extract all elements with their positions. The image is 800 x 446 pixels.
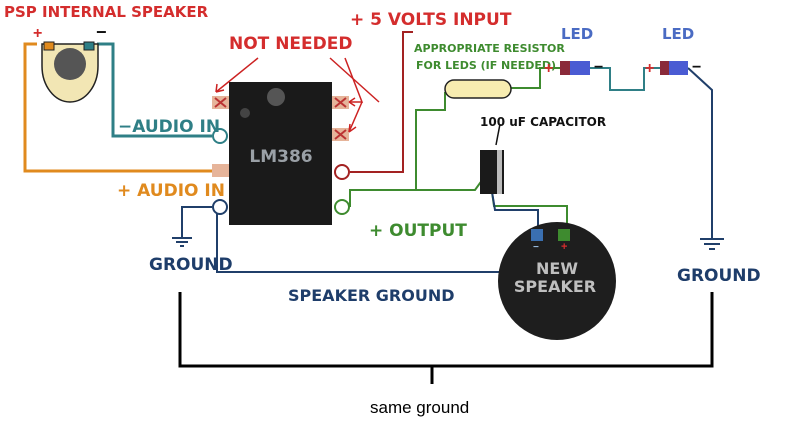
wire-cap-neg: [491, 191, 539, 233]
psp-minus-sign: −: [96, 22, 107, 42]
new-speaker-plus-terminal: [558, 229, 570, 241]
led-1-plus: +: [544, 60, 553, 77]
wire-output: [349, 92, 446, 207]
not-needed-arrows: [215, 57, 380, 133]
plus-5v-label: + 5 VOLTS INPUT: [350, 10, 512, 30]
led-2-label: LED: [662, 25, 694, 43]
wire-5v: [350, 31, 413, 173]
pin-7-not-needed: [332, 128, 349, 141]
led-1: [560, 61, 590, 75]
capacitor: [480, 123, 504, 194]
resistor-label-2: FOR LEDS (IF NEEDED): [416, 59, 556, 72]
pin-1-not-needed: [212, 96, 229, 109]
speaker-ground-label: SPEAKER GROUND: [288, 286, 455, 305]
psp-speaker-label: PSP INTERNAL SPEAKER: [4, 3, 209, 21]
ground-symbol-right: [700, 238, 724, 250]
chip-label: LM386: [249, 147, 312, 167]
led-2-minus: −: [692, 59, 701, 76]
pin-3: [212, 164, 229, 177]
led-1-label: LED: [561, 25, 593, 43]
psp-speaker: [41, 41, 99, 103]
resistor-label-1: APPROPRIATE RESISTOR: [414, 42, 565, 55]
psp-minus-terminal: [83, 41, 95, 51]
wire-res-led1: [511, 67, 560, 89]
new-speaker-label-1: NEW: [536, 259, 578, 278]
same-ground-label: same ground: [370, 398, 469, 417]
ground-symbol-left: [172, 237, 192, 247]
resistor: [444, 79, 512, 99]
ground-right-label: GROUND: [677, 266, 761, 286]
same-ground-bracket: [178, 292, 714, 384]
wire-led1-led2: [590, 67, 660, 91]
psp-plus-terminal: [43, 41, 55, 51]
audio-plus-label: + AUDIO IN: [117, 181, 225, 201]
wire-output-cap: [350, 171, 489, 191]
pin-5: [334, 199, 350, 215]
wire-audio-plus: [23, 42, 212, 173]
output-label: + OUTPUT: [369, 221, 467, 241]
new-speaker-minus-terminal: [531, 229, 543, 241]
new-speaker-label-2: SPEAKER: [514, 277, 596, 296]
psp-plus-sign: +: [33, 25, 42, 42]
led-1-minus: −: [594, 59, 603, 76]
led-2-plus: +: [645, 60, 654, 77]
new-speaker-minus: −: [533, 242, 539, 253]
lm386-chip: LM386: [229, 82, 332, 225]
pin-6: [334, 164, 350, 180]
pin-4: [212, 199, 228, 215]
audio-minus-label: −AUDIO IN: [118, 117, 220, 137]
new-speaker: − + NEW SPEAKER: [498, 222, 616, 340]
pin-8-not-needed: [332, 96, 349, 109]
pin-2: [212, 128, 228, 144]
led-2: [660, 61, 688, 75]
wire-audio-minus: [97, 42, 212, 138]
wire-led2-ground: [687, 67, 713, 238]
not-needed-label: NOT NEEDED: [229, 34, 352, 54]
ground-left-label: GROUND: [149, 255, 233, 275]
wire-gnd-pin4: [181, 206, 212, 237]
capacitor-label: 100 uF CAPACITOR: [480, 115, 606, 129]
new-speaker-plus: +: [561, 241, 567, 253]
